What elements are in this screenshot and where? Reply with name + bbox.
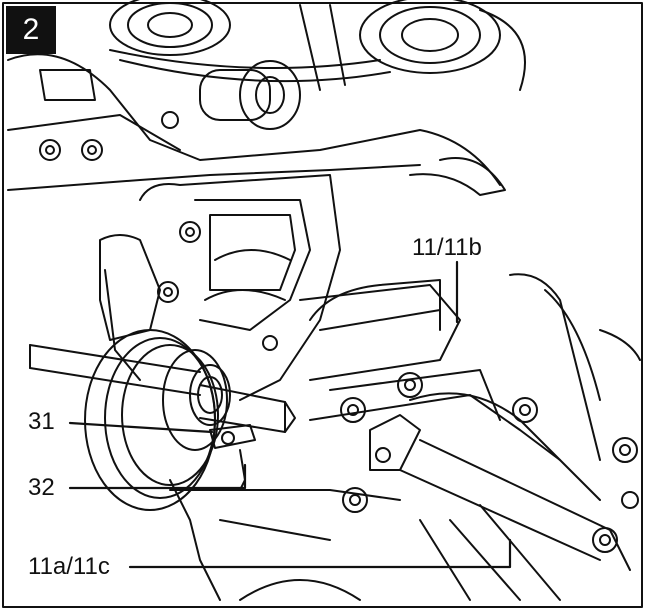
callout-11a-11c: 11a/11c <box>28 553 110 580</box>
upper-frame <box>7 22 506 196</box>
leader-32 <box>68 463 247 490</box>
figure-number-badge: 2 <box>6 6 56 54</box>
tine-tube <box>299 284 639 571</box>
leader-31 <box>68 421 214 434</box>
callout-31: 31 <box>28 408 55 435</box>
tine-blades <box>169 273 641 601</box>
drive-pulleys <box>109 0 526 91</box>
gearbox-housing <box>99 174 341 401</box>
callout-11-11b: 11/11b <box>412 234 482 261</box>
leader-11c <box>128 538 512 569</box>
leader-lines <box>68 260 512 569</box>
callout-32: 32 <box>28 474 55 501</box>
drive-shaft <box>29 344 296 433</box>
